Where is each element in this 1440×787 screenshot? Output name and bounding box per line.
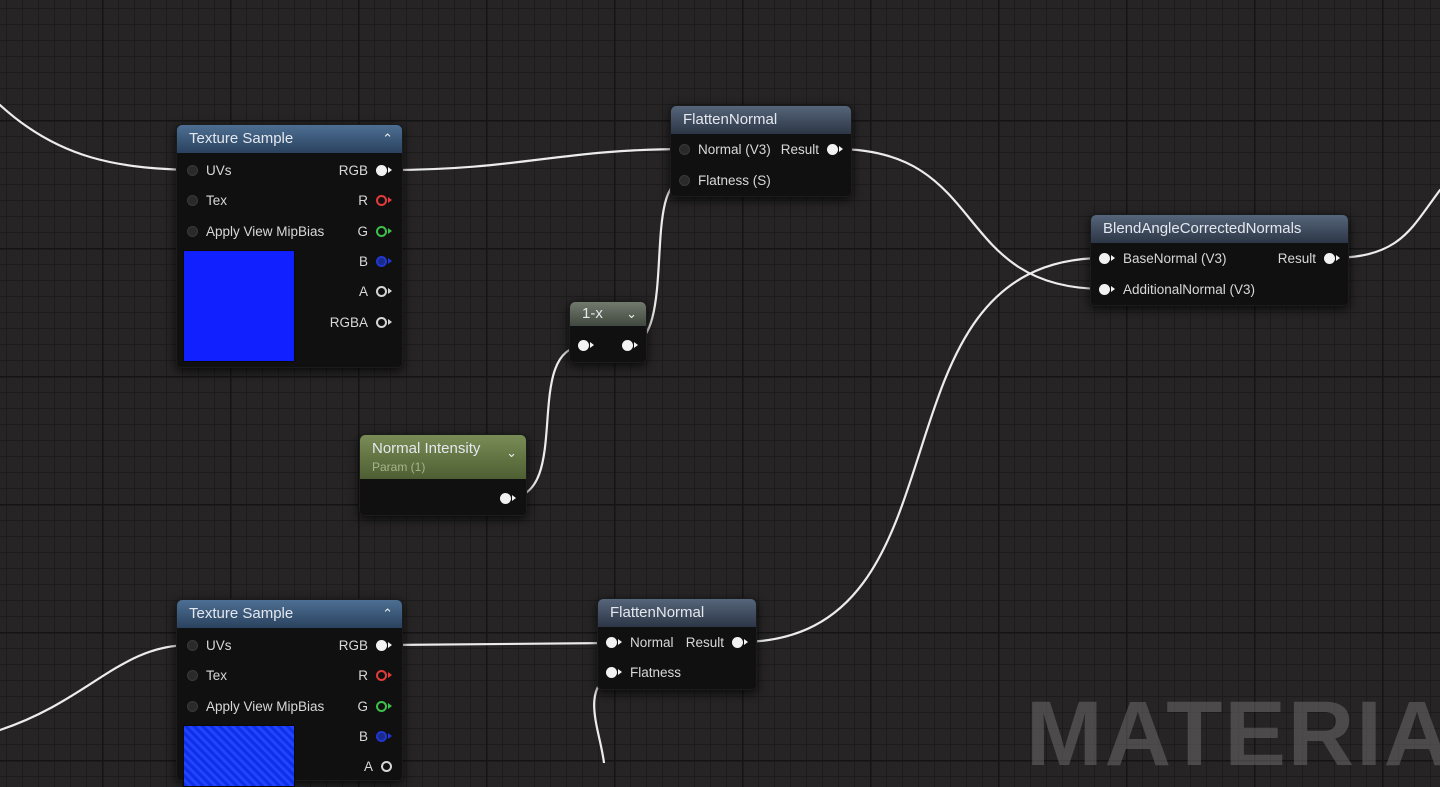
pin-icon[interactable] — [1324, 252, 1335, 264]
input-uvs[interactable]: UVs — [187, 161, 232, 181]
pin-icon[interactable] — [376, 285, 387, 297]
output-r[interactable]: R — [358, 666, 392, 686]
node-header[interactable]: Texture Sample ⌃ — [177, 600, 402, 628]
output-result[interactable]: Result — [686, 633, 748, 653]
pin-icon[interactable] — [376, 194, 387, 206]
output-a[interactable]: A — [364, 757, 392, 777]
wire-blend-outgoing[interactable] — [1328, 188, 1440, 260]
pin-icon[interactable] — [827, 143, 838, 155]
pin-icon[interactable] — [622, 339, 633, 351]
input-value[interactable] — [578, 336, 594, 356]
input-uvs[interactable]: UVs — [187, 636, 232, 656]
output-b[interactable]: B — [359, 252, 392, 272]
node-header[interactable]: BlendAngleCorrectedNormals — [1091, 215, 1348, 243]
output-g[interactable]: G — [357, 697, 392, 717]
flatten-normal-node-2[interactable]: FlattenNormal Normal Flatness Result — [597, 598, 757, 690]
input-apply-view-mipbias[interactable]: Apply View MipBias — [187, 697, 324, 717]
input-tex[interactable]: Tex — [187, 191, 227, 211]
wire-flatten2-to-base[interactable] — [738, 256, 1106, 644]
pin-icon[interactable] — [376, 639, 387, 651]
chevron-up-icon[interactable]: ⌃ — [382, 131, 393, 146]
pin-icon[interactable] — [187, 194, 198, 206]
output-rgb[interactable]: RGB — [339, 161, 392, 181]
output-result[interactable]: Result — [1278, 249, 1340, 269]
wire-incoming-uvs-2[interactable] — [0, 643, 192, 732]
chevron-up-icon[interactable]: ⌃ — [382, 606, 393, 621]
pin-icon[interactable] — [606, 636, 617, 648]
input-base-normal[interactable]: BaseNormal (V3) — [1099, 249, 1227, 269]
pin-icon[interactable] — [187, 669, 198, 681]
texture-sample-node-1[interactable]: Texture Sample ⌃ UVs Tex Apply View MipB… — [176, 124, 403, 368]
wire-rgb2-to-normal2[interactable] — [386, 641, 614, 647]
pin-icon[interactable] — [187, 700, 198, 712]
output-b[interactable]: B — [359, 727, 392, 747]
input-normal[interactable]: Normal (V3) — [679, 140, 771, 160]
output-result[interactable]: Result — [781, 140, 843, 160]
node-header[interactable]: 1-x ⌄ — [570, 302, 646, 326]
pin-icon[interactable] — [187, 164, 198, 176]
node-title: FlattenNormal — [610, 604, 705, 621]
output-value[interactable] — [622, 336, 638, 356]
wire-incoming-uvs-1[interactable] — [0, 103, 192, 172]
input-additional-normal[interactable]: AdditionalNormal (V3) — [1099, 280, 1255, 300]
node-title: FlattenNormal — [683, 111, 778, 128]
pin-icon[interactable] — [376, 164, 387, 176]
output-a[interactable]: A — [359, 282, 392, 302]
one-minus-node[interactable]: 1-x ⌄ — [569, 301, 647, 363]
texture-sample-node-2[interactable]: Texture Sample ⌃ UVs Tex Apply View MipB… — [176, 599, 403, 787]
node-header[interactable]: FlattenNormal — [598, 599, 756, 627]
node-title: 1-x — [582, 305, 603, 322]
wire-param-to-oneminus[interactable] — [506, 344, 587, 500]
node-title: Texture Sample — [189, 605, 294, 622]
wire-rgb-to-normal[interactable] — [386, 147, 690, 172]
pin-icon[interactable] — [376, 316, 387, 328]
output-value[interactable] — [500, 489, 516, 509]
blend-angle-corrected-normals-node[interactable]: BlendAngleCorrectedNormals BaseNormal (V… — [1090, 214, 1349, 306]
input-apply-view-mipbias[interactable]: Apply View MipBias — [187, 222, 324, 242]
wire-flatten1-to-additional[interactable] — [834, 147, 1106, 291]
output-g[interactable]: G — [357, 222, 392, 242]
input-flatness[interactable]: Flatness (S) — [679, 171, 771, 191]
node-title: Normal Intensity — [372, 440, 481, 457]
output-rgb[interactable]: RGB — [339, 636, 392, 656]
chevron-down-icon[interactable]: ⌄ — [626, 306, 637, 321]
node-title: Texture Sample — [189, 130, 294, 147]
pin-icon[interactable] — [376, 700, 387, 712]
pin-icon[interactable] — [606, 666, 617, 678]
pin-icon[interactable] — [376, 669, 387, 681]
flatten-normal-node-1[interactable]: FlattenNormal Normal (V3) Flatness (S) R… — [670, 105, 852, 197]
node-title: BlendAngleCorrectedNormals — [1103, 220, 1302, 237]
pin-icon[interactable] — [376, 255, 387, 267]
pin-icon[interactable] — [500, 492, 511, 504]
output-rgba[interactable]: RGBA — [330, 313, 392, 333]
pin-icon[interactable] — [679, 143, 690, 155]
pin-icon[interactable] — [1099, 252, 1110, 264]
input-flatness[interactable]: Flatness — [606, 663, 681, 683]
pin-icon[interactable] — [187, 639, 198, 651]
input-normal[interactable]: Normal — [606, 633, 674, 653]
pin-icon[interactable] — [376, 225, 387, 237]
texture-preview — [183, 725, 295, 787]
pin-icon[interactable] — [679, 174, 690, 186]
chevron-down-icon[interactable]: ⌄ — [506, 445, 517, 460]
pin-icon[interactable] — [1099, 283, 1110, 295]
output-r[interactable]: R — [358, 191, 392, 211]
input-tex[interactable]: Tex — [187, 666, 227, 686]
node-subtitle: Param (1) — [372, 460, 426, 474]
texture-preview — [183, 250, 295, 362]
pin-icon[interactable] — [732, 636, 743, 648]
node-header[interactable]: Normal Intensity Param (1) ⌄ — [360, 435, 526, 479]
pin-icon[interactable] — [187, 225, 198, 237]
pin-icon[interactable] — [376, 730, 387, 742]
normal-intensity-param-node[interactable]: Normal Intensity Param (1) ⌄ — [359, 434, 527, 516]
pin-icon[interactable] — [578, 339, 589, 351]
node-header[interactable]: Texture Sample ⌃ — [177, 125, 402, 153]
node-header[interactable]: FlattenNormal — [671, 106, 851, 134]
